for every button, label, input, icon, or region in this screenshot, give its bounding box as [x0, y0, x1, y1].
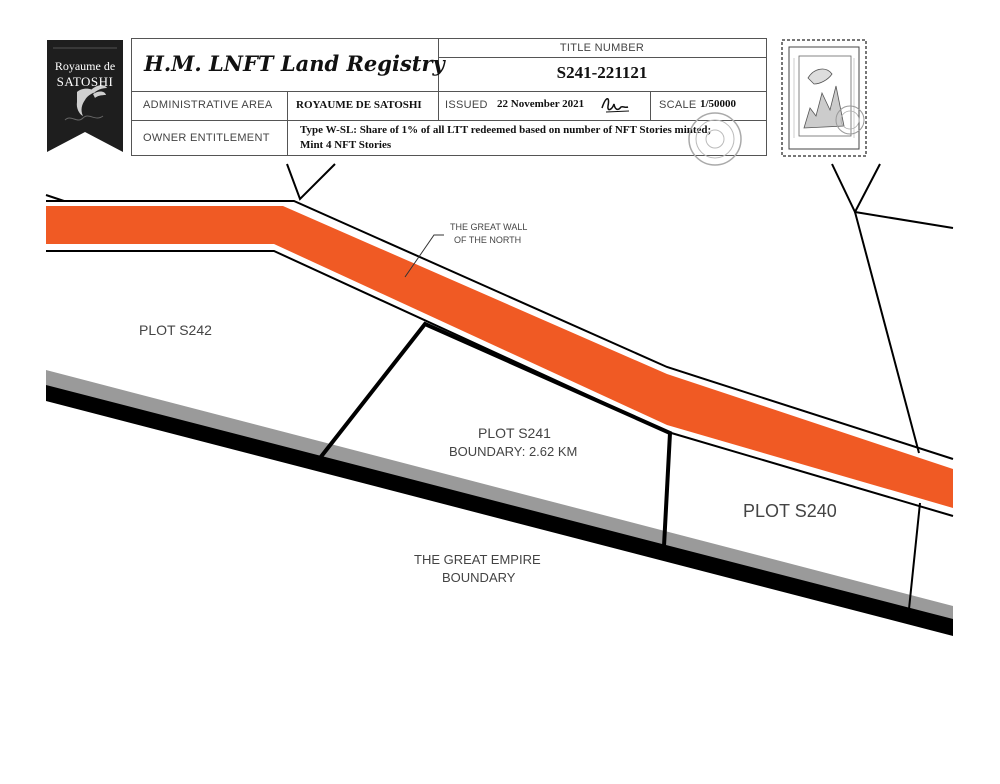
badge-line2: SATOSHI: [56, 74, 114, 89]
issued-label: ISSUED: [445, 99, 488, 111]
ribbon-shape: [47, 40, 123, 152]
plot-s240-label: PLOT S240: [743, 501, 837, 521]
empire-label-line1: THE GREAT EMPIRE: [414, 552, 541, 567]
wall-outer-top-line: [46, 200, 954, 460]
royaume-badge: Royaume de SATOSHI: [47, 40, 123, 152]
wall-label-line2: OF THE NORTH: [454, 235, 522, 245]
right-vertical-boundary: [854, 211, 920, 454]
owner-entitlement-line2: Mint 4 NFT Stories: [300, 139, 392, 151]
plot-s241-boundary-label: BOUNDARY: 2.62 KM: [449, 444, 578, 459]
empire-label-line2: BOUNDARY: [442, 570, 516, 585]
signature-icon: [601, 98, 630, 113]
registry-title: H.M. LNFT Land Registry: [144, 51, 445, 76]
title-header-table: H.M. LNFT Land Registry TITLE NUMBER S24…: [131, 38, 767, 156]
plot-s242-label: PLOT S242: [139, 322, 212, 338]
title-number: S241-221121: [556, 63, 648, 82]
scale-value: 1/50000: [700, 98, 737, 110]
wall-label-leader: [404, 234, 444, 278]
plot-s240-boundary: [908, 502, 921, 610]
owner-entitlement-label: OWNER ENTITLEMENT: [143, 132, 270, 144]
wall-outer-bottom-line: [46, 250, 954, 517]
title-number-label: TITLE NUMBER: [559, 42, 645, 54]
winged-foot-icon: [76, 85, 107, 116]
empire-boundary-black: [46, 385, 953, 636]
top-right-boundary-lines: [831, 163, 881, 215]
postage-stamp: [780, 38, 868, 158]
stamp-icon: [781, 39, 867, 157]
badge-line1: Royaume de: [54, 59, 116, 73]
admin-area-value: ROYAUME DE SATOSHI: [296, 99, 422, 111]
empire-boundary-gray: [46, 370, 953, 622]
great-wall: [46, 206, 953, 508]
round-seal-icon: [688, 112, 742, 166]
issued-date: 22 November 2021: [497, 98, 585, 110]
plot-s241-boundary: [318, 321, 673, 547]
right-boundary-line: [854, 211, 954, 229]
wall-label-line1: THE GREAT WALL: [450, 222, 528, 232]
top-left-edge-line: [45, 194, 65, 202]
admin-area-label: ADMINISTRATIVE AREA: [143, 99, 273, 111]
scale-label: SCALE: [659, 99, 697, 111]
top-left-boundary-lines: [286, 163, 336, 201]
owner-entitlement-line1: Type W-SL: Share of 1% of all LTT redeem…: [300, 124, 712, 136]
plot-s241-label: PLOT S241: [478, 425, 551, 441]
